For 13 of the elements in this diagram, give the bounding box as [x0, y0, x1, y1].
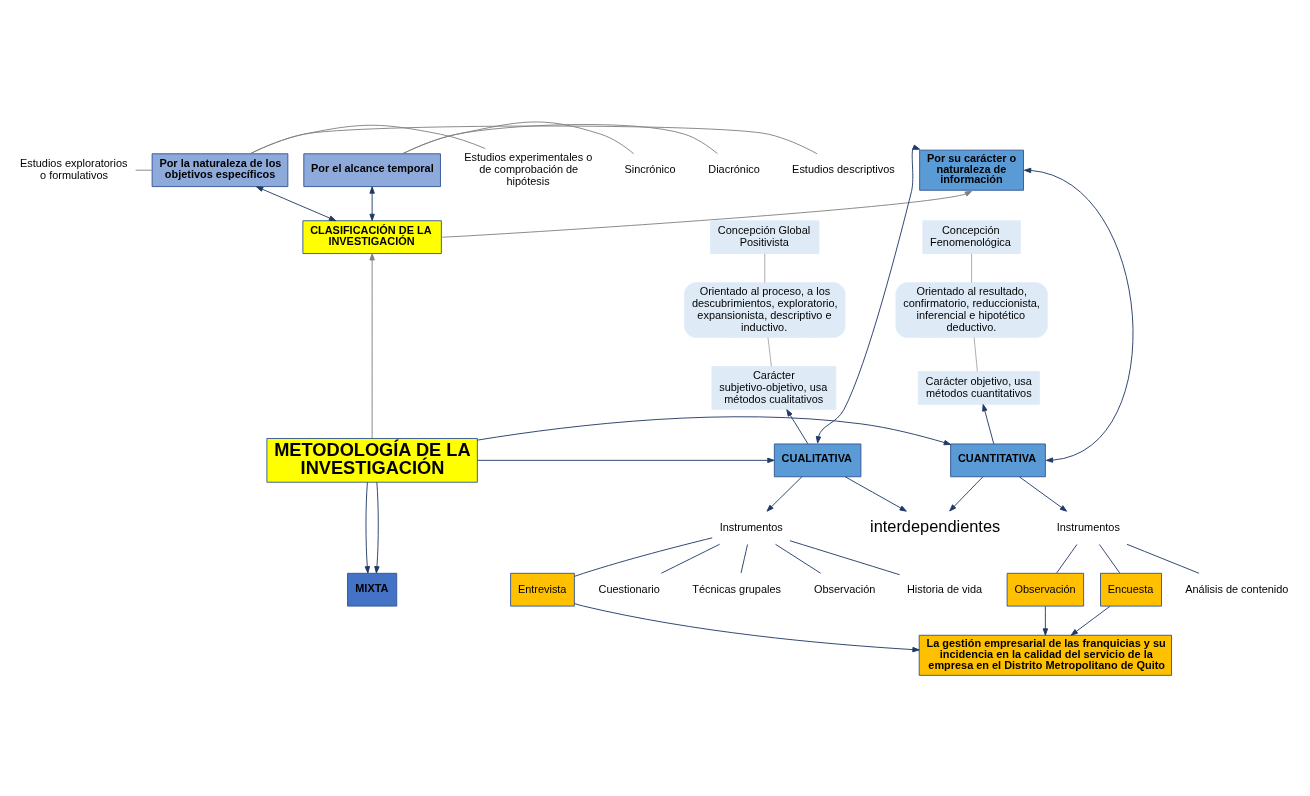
node-text: Análisis de contenido [1185, 582, 1289, 595]
node-text: Técnicas grupales [692, 582, 781, 595]
node-text: Estudios descriptivos [792, 162, 895, 175]
node-text: Observación [813, 582, 876, 595]
node-text: Estudios experimentales o de comprobación de hipótesis [464, 150, 593, 187]
node-text: Historia de vida [906, 582, 983, 595]
node-text: Cuestionario [598, 582, 660, 595]
node-text: Estudios exploratorios o formulativos [20, 156, 128, 181]
node-text: Sincrónico [624, 162, 676, 175]
node-text: Diacrónico [708, 162, 760, 175]
node-text: Instrumentos [1056, 520, 1120, 533]
node-text: Instrumentos [719, 520, 783, 533]
node-text: interdependientes [870, 516, 1001, 535]
